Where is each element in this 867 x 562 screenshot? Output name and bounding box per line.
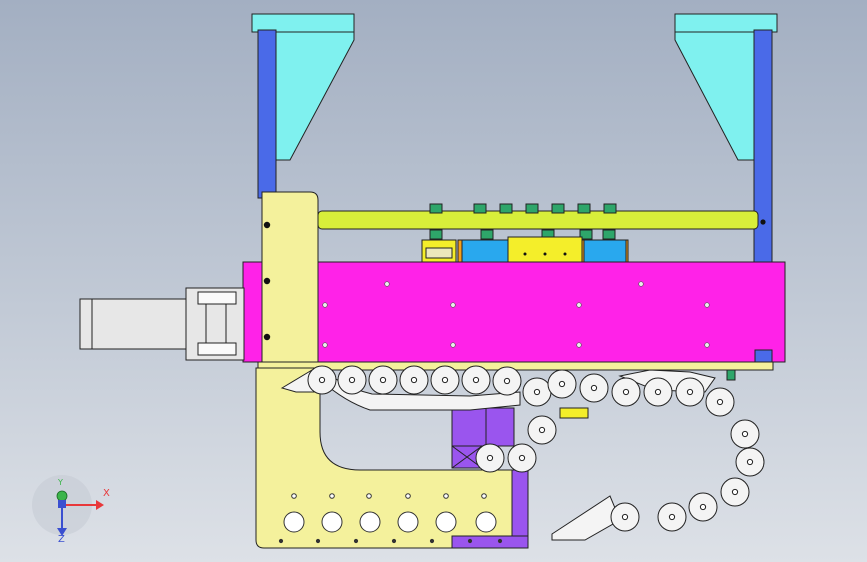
chain-link [522,377,552,407]
chain-link [675,377,705,407]
chain-link [527,415,557,445]
frame-bolt [263,277,271,285]
chain-link [643,377,673,407]
chain-link [547,369,577,399]
chain-link [611,377,641,407]
frame-upper-plate[interactable] [261,191,319,363]
module-blocks[interactable] [421,236,629,263]
chain-link [657,502,687,532]
chain-link [399,365,429,395]
chain-link [610,502,640,532]
chain-link [430,365,460,395]
chain-link [492,366,522,396]
right-upright-foot [754,349,773,363]
chain-link [475,443,505,473]
frame-bolt [263,221,271,229]
y-axis-label: Y [58,478,63,487]
purple-blocks[interactable] [451,407,529,549]
chain-link [307,365,337,395]
frame-bolt [263,333,271,341]
z-axis-label: Z [58,534,65,545]
x-axis-label: X [103,488,110,499]
right-hopper[interactable] [674,13,778,161]
housing-holes [322,281,710,348]
upright-bolt [760,219,766,225]
coordinate-triad [32,475,104,536]
guide-rod[interactable] [317,210,759,230]
chain-link [507,443,537,473]
chain-link [579,373,609,403]
cylinder-actuator[interactable] [79,287,245,361]
chain-link [735,447,765,477]
chain-link [730,419,760,449]
terminal-row[interactable] [429,203,617,240]
magenta-housing[interactable] [242,261,786,363]
left-upright[interactable] [257,29,277,199]
frame-base-plate[interactable] [255,367,513,549]
cable-drag-chain[interactable] [280,365,765,541]
chain-link [688,492,718,522]
chain-link [337,365,367,395]
chain-link [705,387,735,417]
chain-link [720,477,750,507]
chain-link [368,365,398,395]
frame-rail [257,361,774,371]
base-plate-holes [278,493,503,544]
chain-link [461,365,491,395]
